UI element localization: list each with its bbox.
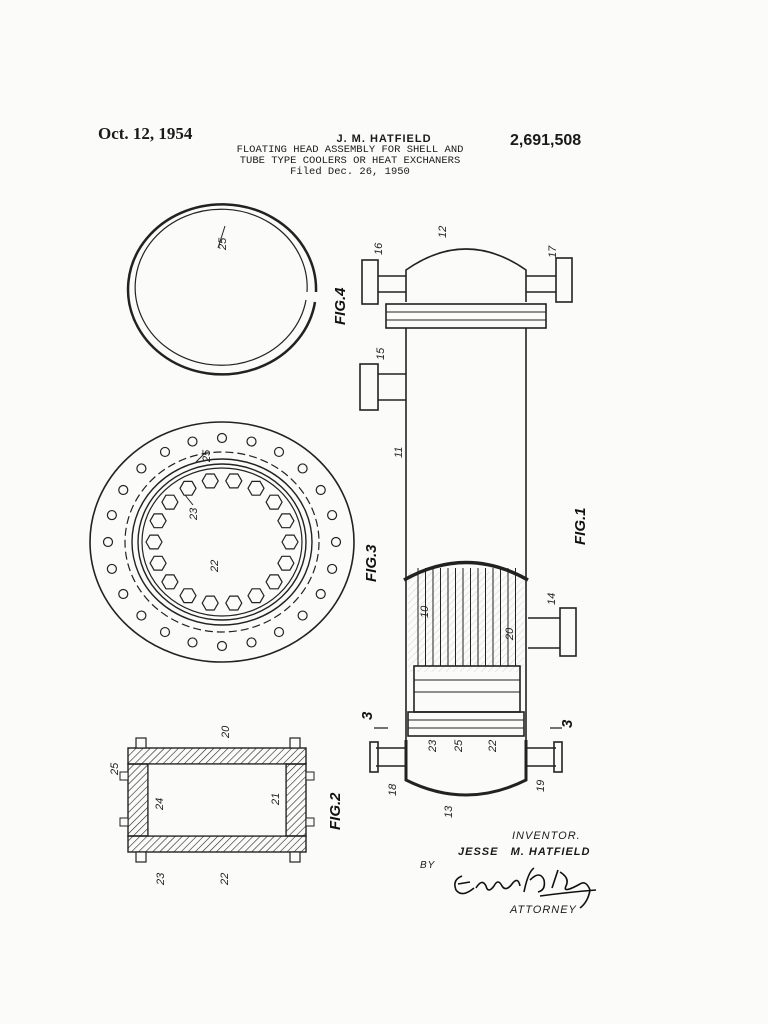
tube-hole bbox=[265, 494, 283, 510]
bolt-hole bbox=[159, 626, 171, 638]
fig2-label: FIG.2 bbox=[327, 792, 344, 830]
attorney-label: ATTORNEY bbox=[510, 904, 577, 916]
bolt-hole bbox=[246, 436, 257, 447]
patent-date: Oct. 12, 1954 bbox=[98, 124, 193, 143]
section-mark-right: 3 bbox=[559, 719, 576, 728]
ref-22-fig3: 22 bbox=[209, 560, 221, 573]
ref-10: 10 bbox=[419, 605, 431, 618]
fig3-bolt-holes bbox=[102, 432, 342, 652]
bolt-hole bbox=[297, 463, 308, 474]
fig4-label: FIG.4 bbox=[332, 287, 349, 325]
bolt-hole bbox=[246, 637, 257, 648]
fig4-split-ring bbox=[126, 203, 318, 376]
ref-13: 13 bbox=[443, 805, 455, 818]
bolt-hole bbox=[327, 509, 338, 521]
fig3-flange bbox=[89, 421, 355, 663]
patent-number: 2,691,508 bbox=[510, 132, 582, 149]
ref-22-fig2: 22 bbox=[219, 873, 231, 886]
filed-date: Filed Dec. 26, 1950 bbox=[290, 166, 410, 178]
ref-16: 16 bbox=[373, 242, 385, 255]
ref-24-fig2: 24 bbox=[154, 798, 166, 811]
bolt-hole bbox=[273, 446, 285, 458]
by-label: BY bbox=[420, 860, 436, 871]
tube-hole bbox=[247, 480, 265, 496]
tube-hole bbox=[225, 595, 243, 611]
ref-15: 15 bbox=[375, 347, 387, 360]
ref-11: 11 bbox=[393, 447, 405, 458]
inventor-name: JESSE M. HATFIELD bbox=[458, 846, 591, 858]
ref-21-fig2: 21 bbox=[270, 793, 282, 806]
bolt-hole bbox=[118, 484, 129, 496]
attorney-signature bbox=[454, 867, 597, 909]
fig1-label: FIG.1 bbox=[572, 507, 589, 545]
ref-23-fig2: 23 bbox=[155, 872, 167, 886]
tube-hole bbox=[161, 574, 179, 590]
bolt-hole bbox=[136, 463, 147, 474]
ref-12: 12 bbox=[437, 226, 449, 238]
bolt-hole bbox=[327, 563, 338, 575]
fig1-exchanger bbox=[359, 248, 577, 797]
bolt-hole bbox=[216, 640, 228, 652]
tube-hole bbox=[179, 588, 197, 604]
ref-22-fig1: 22 bbox=[487, 740, 499, 753]
title-line-1: FLOATING HEAD ASSEMBLY FOR SHELL AND bbox=[236, 144, 464, 156]
tube-hole bbox=[161, 494, 179, 510]
bolt-hole bbox=[216, 432, 228, 444]
ref-14: 14 bbox=[546, 593, 558, 605]
bolt-hole bbox=[315, 484, 326, 496]
bolt-hole bbox=[106, 509, 117, 521]
bolt-hole bbox=[106, 563, 117, 575]
section-mark-left: 3 bbox=[359, 711, 376, 720]
inventor-header: J. M. HATFIELD bbox=[336, 133, 432, 145]
fig3-label: FIG.3 bbox=[363, 544, 380, 582]
bolt-hole bbox=[136, 610, 147, 621]
tube-hole bbox=[265, 574, 283, 590]
inventor-label: INVENTOR. bbox=[512, 830, 581, 842]
bolt-hole bbox=[330, 536, 342, 548]
bolt-hole bbox=[273, 626, 285, 638]
bolt-hole bbox=[187, 637, 198, 648]
tube-hole bbox=[277, 513, 295, 529]
tube-hole bbox=[281, 534, 299, 550]
ref-17: 17 bbox=[547, 245, 559, 258]
bolt-hole bbox=[159, 446, 171, 458]
bolt-hole bbox=[118, 588, 129, 600]
ref-25-fig3: 25 bbox=[201, 449, 213, 463]
tube-hole bbox=[149, 555, 167, 571]
tube-hole bbox=[201, 595, 219, 611]
bolt-hole bbox=[187, 436, 198, 447]
ref-20-fig2: 20 bbox=[220, 725, 232, 739]
fig2-section bbox=[119, 737, 315, 863]
ref-25-fig4: 25 bbox=[217, 237, 229, 251]
ref-20-fig1: 20 bbox=[504, 627, 516, 641]
tube-hole bbox=[179, 480, 197, 496]
bolt-hole bbox=[102, 536, 114, 548]
ref-25-fig1: 25 bbox=[453, 739, 465, 753]
ref-25-fig2: 25 bbox=[109, 762, 121, 776]
ref-19: 19 bbox=[535, 780, 547, 792]
ref-23-fig3: 23 bbox=[188, 507, 200, 521]
fig3-tube-holes bbox=[145, 473, 299, 611]
bolt-hole bbox=[315, 588, 326, 600]
tube-hole bbox=[225, 473, 243, 489]
title-line-2: TUBE TYPE COOLERS OR HEAT EXCHANERS bbox=[239, 155, 461, 167]
tube-hole bbox=[247, 588, 265, 604]
tube-hole bbox=[201, 473, 219, 489]
tube-hole bbox=[277, 555, 295, 571]
tube-hole bbox=[149, 513, 167, 529]
ref-18: 18 bbox=[387, 783, 399, 796]
tube-hole bbox=[145, 534, 163, 550]
bolt-hole bbox=[297, 610, 308, 621]
ref-23-fig1: 23 bbox=[427, 739, 439, 753]
